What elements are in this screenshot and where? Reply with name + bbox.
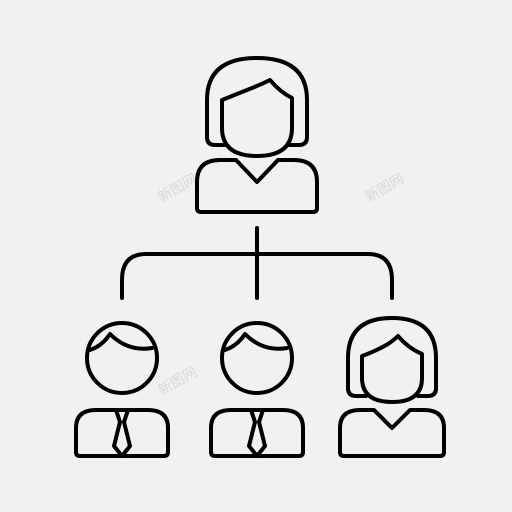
employee-right-body — [338, 408, 446, 458]
employee-middle-hair — [223, 332, 289, 352]
manager-face — [220, 78, 294, 158]
watermark-text-2: 新图网 — [363, 171, 407, 206]
manager-woman-icon — [195, 56, 319, 214]
connector-branch — [120, 252, 394, 300]
employee-middle-head — [220, 321, 294, 395]
manager-body — [195, 158, 319, 214]
connector-lines — [120, 226, 394, 300]
employee-middle-tie — [247, 408, 267, 458]
employee-left-tie — [112, 408, 132, 458]
watermark: 新图网 新图网 新图网 — [156, 171, 407, 399]
employee-man-left-icon — [74, 321, 170, 458]
employee-left-head — [85, 321, 159, 395]
employee-right-face — [360, 334, 424, 404]
watermark-text-1: 新图网 — [156, 171, 200, 206]
employee-left-body — [74, 408, 170, 458]
employee-man-middle-icon — [209, 321, 305, 458]
employee-middle-body — [209, 408, 305, 458]
employee-left-hair — [88, 332, 154, 352]
watermark-text-3: 新图网 — [156, 364, 200, 399]
employee-right-hair — [346, 316, 438, 398]
employee-woman-right-icon — [338, 316, 446, 458]
manager-hair — [205, 56, 309, 147]
